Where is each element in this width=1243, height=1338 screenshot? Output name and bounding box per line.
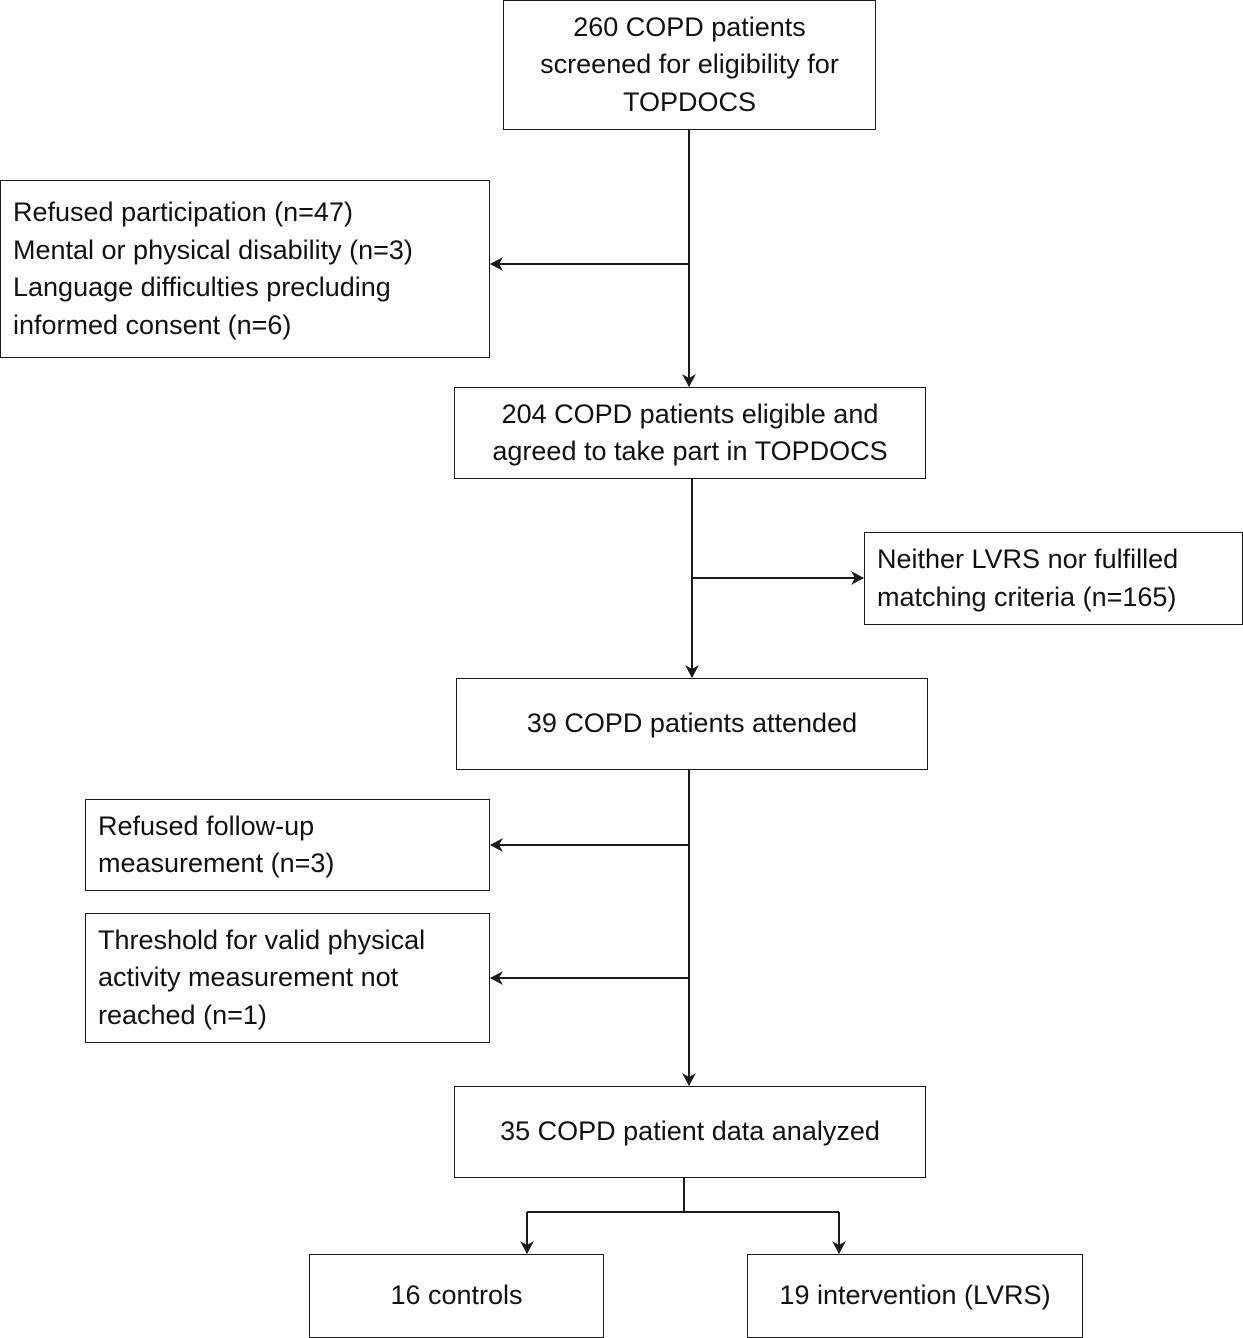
- excluded-initial-line-4: informed consent (n=6): [13, 309, 292, 340]
- refused-followup-line-1: Refused follow-up: [98, 810, 315, 841]
- eligible-line-2: agreed to take part in TOPDOCS: [492, 436, 888, 466]
- analyzed-box: 35 COPD patient data analyzed: [454, 1086, 926, 1178]
- attended-line-1: 39 COPD patients attended: [526, 708, 858, 739]
- threshold-box: Threshold for valid physical activity me…: [85, 913, 490, 1043]
- threshold-line-1: Threshold for valid physical: [98, 924, 426, 955]
- excluded-initial-line-2: Mental or physical disability (n=3): [13, 234, 413, 265]
- intervention-line-1: 19 intervention (LVRS): [779, 1280, 1051, 1311]
- threshold-line-3: reached (n=1): [98, 999, 267, 1030]
- analyzed-line-1: 35 COPD patient data analyzed: [500, 1116, 880, 1147]
- excluded-initial-box: Refused participation (n=47) Mental or p…: [0, 180, 490, 358]
- excluded-initial-line-1: Refused participation (n=47): [13, 197, 353, 227]
- excluded-initial-line-3: Language difficulties precluding: [13, 272, 391, 302]
- threshold-line-2: activity measurement not: [98, 962, 399, 993]
- not-matched-line-2: matching criteria (n=165): [877, 581, 1177, 612]
- eligible-line-1: 204 COPD patients eligible and: [501, 398, 879, 429]
- refused-followup-line-2: measurement (n=3): [98, 848, 335, 878]
- eligible-box: 204 COPD patients eligible and agreed to…: [454, 387, 926, 479]
- screened-line-2: screened for eligibility for: [540, 49, 839, 80]
- screened-line-3: TOPDOCS: [622, 86, 757, 117]
- not-matched-line-1: Neither LVRS nor fulfilled: [877, 544, 1179, 574]
- attended-box: 39 COPD patients attended: [456, 678, 928, 770]
- not-matched-box: Neither LVRS nor fulfilled matching crit…: [864, 532, 1243, 625]
- controls-line-1: 16 controls: [390, 1280, 523, 1311]
- refused-followup-box: Refused follow-up measurement (n=3): [85, 799, 490, 891]
- screened-line-1: 260 COPD patients: [573, 11, 806, 42]
- intervention-box: 19 intervention (LVRS): [747, 1254, 1083, 1338]
- screened-box: 260 COPD patients screened for eligibili…: [503, 0, 876, 130]
- controls-box: 16 controls: [309, 1254, 604, 1338]
